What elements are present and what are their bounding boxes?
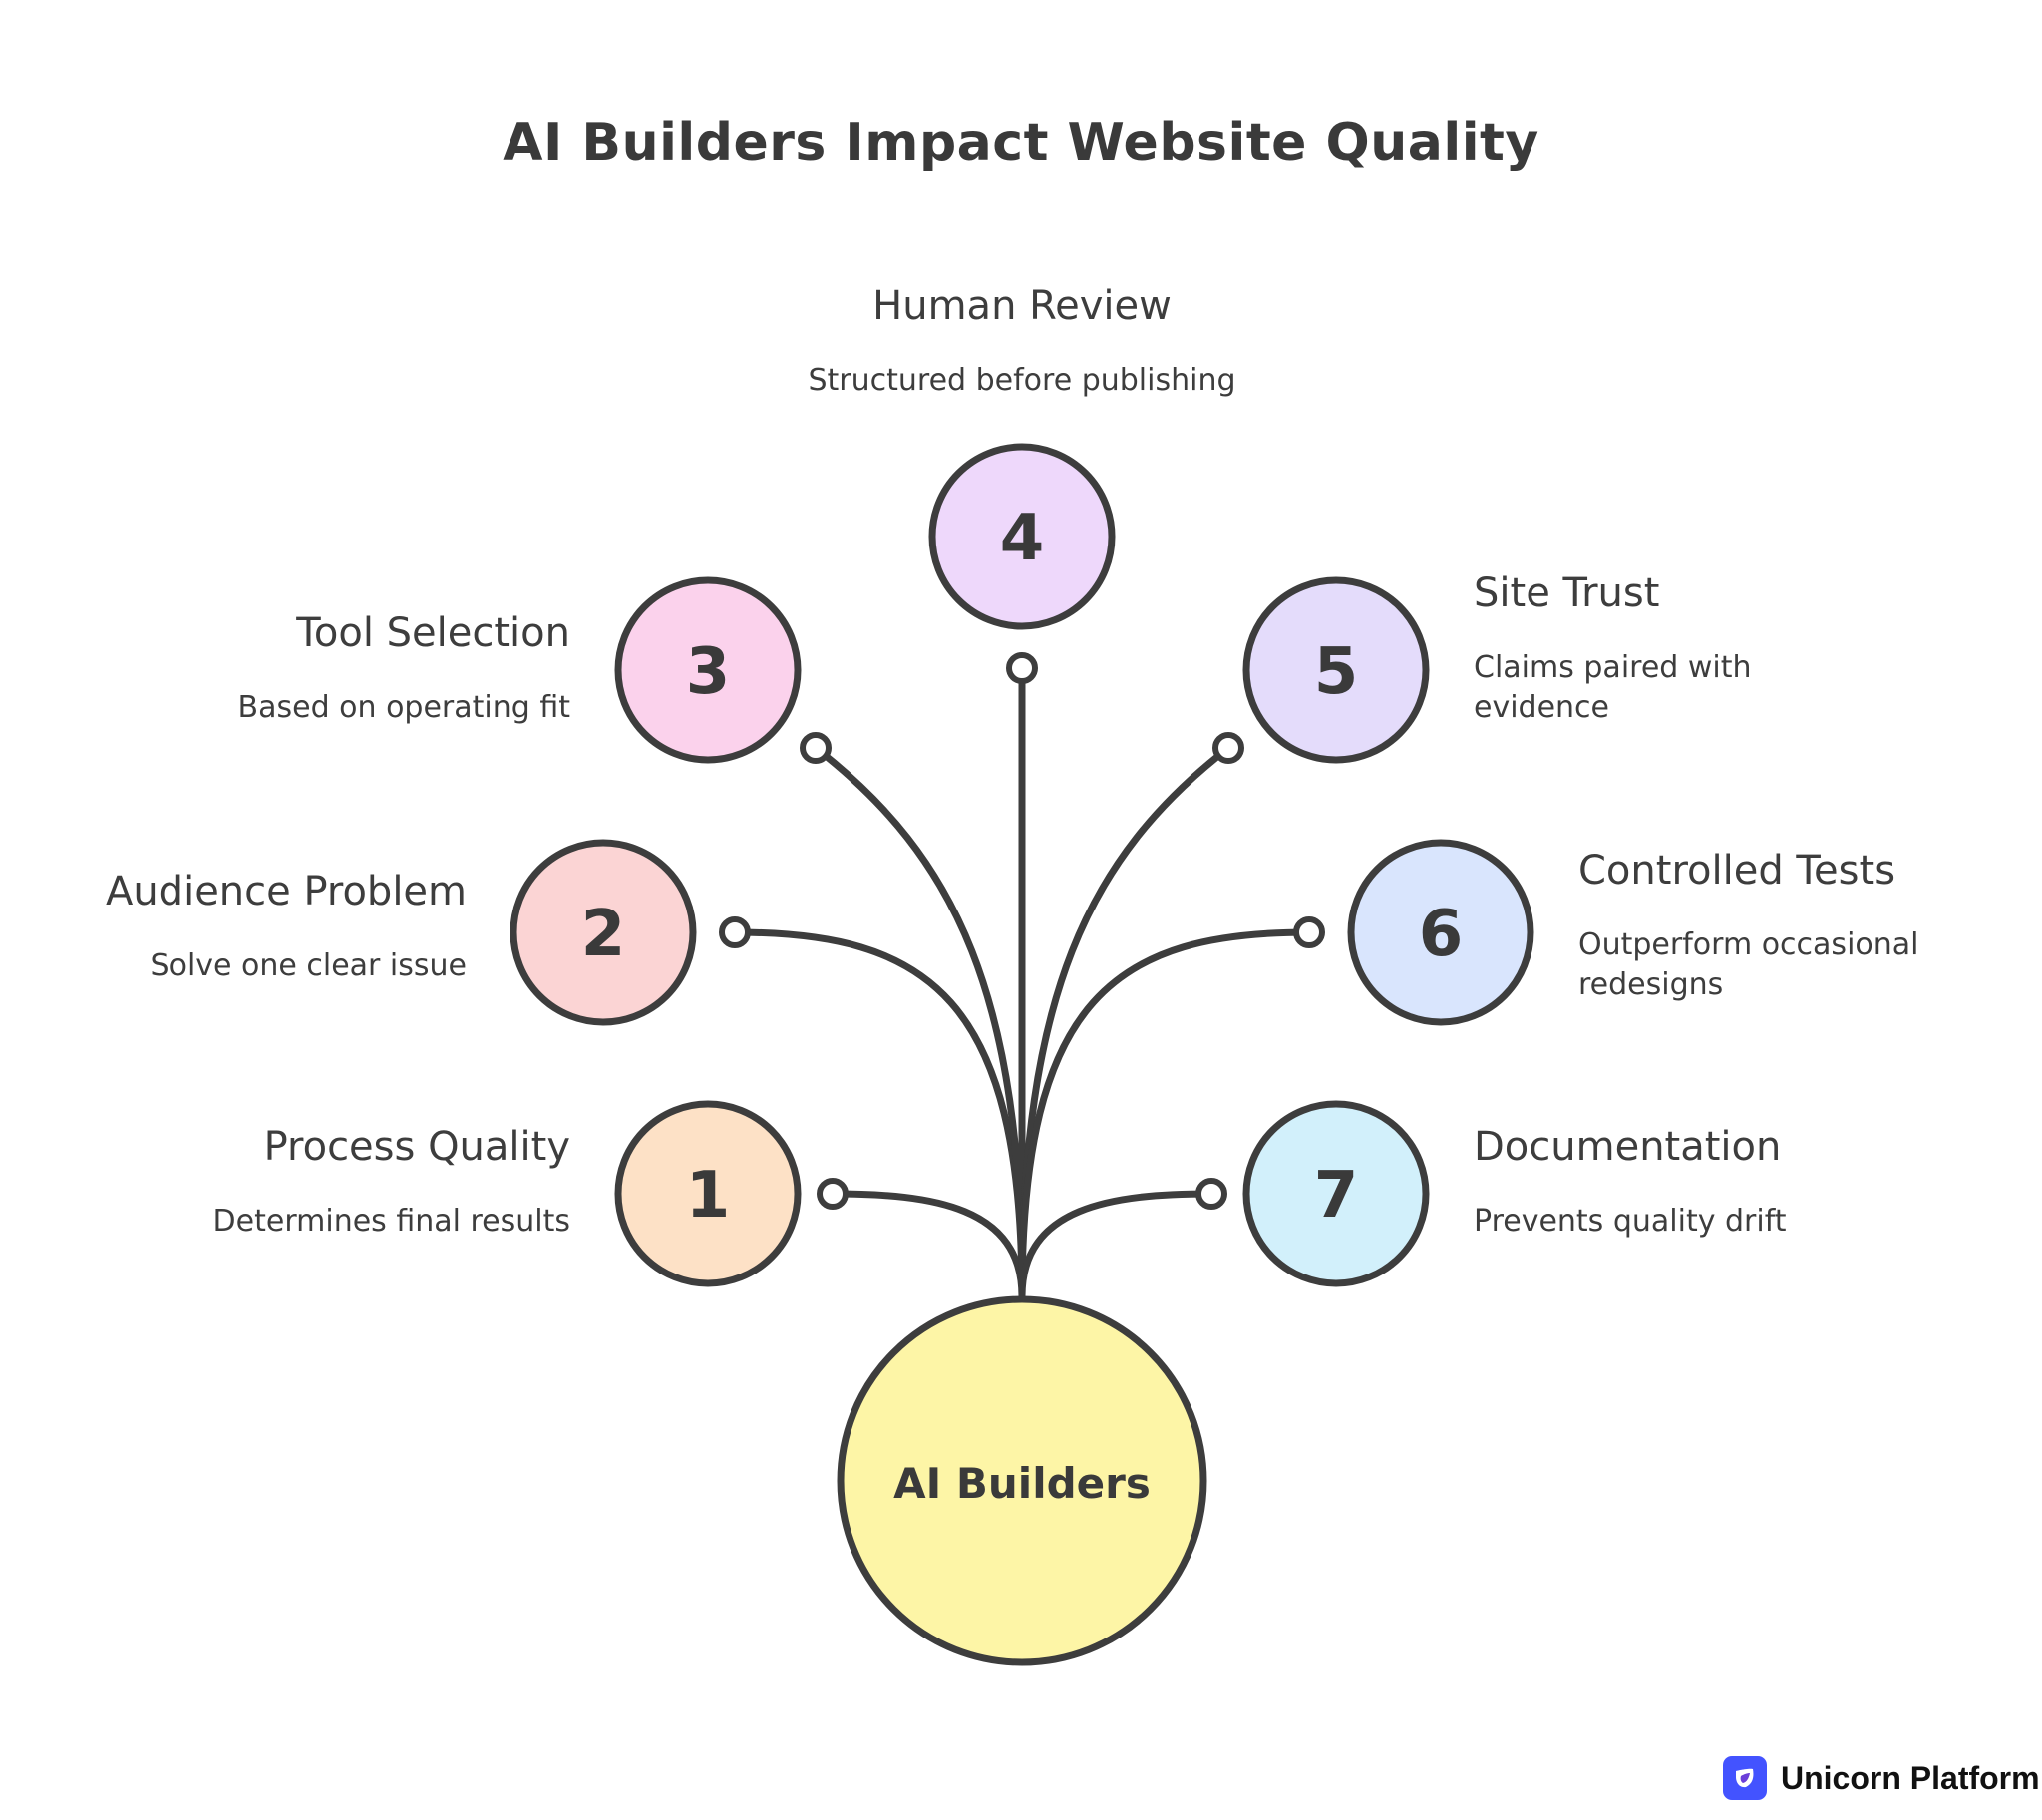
item-subtitle-3: Based on operating fit <box>238 690 571 725</box>
node-circle-4 <box>928 443 1116 630</box>
connector-7 <box>1018 1190 1215 1300</box>
item-subtitle-6: Outperform occasional <box>1578 927 1918 962</box>
item-subtitle-4: Structured before publishing <box>808 363 1235 398</box>
node-circle-5 <box>1242 576 1430 764</box>
connector-dot-1 <box>817 1178 849 1210</box>
hub-label: AI Builders <box>893 1459 1151 1508</box>
hub-node: AI Builders <box>837 1295 1207 1666</box>
connector-1 <box>829 1190 1026 1300</box>
connectors <box>719 652 1325 1300</box>
node-circle-1 <box>614 1100 802 1287</box>
node-number-2: 2 <box>581 898 626 971</box>
connector-dot-5 <box>1212 732 1244 764</box>
node-number-7: 7 <box>1314 1159 1359 1233</box>
item-subtitle-7: Prevents quality drift <box>1474 1204 1787 1239</box>
item-title-5: Site Trust <box>1474 570 1659 616</box>
node-number-5: 5 <box>1314 635 1359 709</box>
node-number-3: 3 <box>686 635 731 709</box>
item-subtitle-2: Solve one clear issue <box>151 948 467 983</box>
connector-5 <box>1018 744 1232 1300</box>
connector-dot-7 <box>1195 1178 1227 1210</box>
item-subtitle-1: Determines final results <box>213 1204 570 1239</box>
item-title-3: Tool Selection <box>295 610 570 656</box>
connector-dot-6 <box>1293 916 1325 948</box>
connector-dot-4 <box>1006 652 1038 684</box>
item-title-2: Audience Problem <box>106 869 467 914</box>
item-title-7: Documentation <box>1474 1124 1781 1170</box>
node-1: 1 <box>614 1100 802 1287</box>
item-title-1: Process Quality <box>264 1124 570 1170</box>
unicorn-platform-logo-icon <box>1723 1756 1767 1800</box>
node-6: 6 <box>1347 839 1534 1026</box>
node-circle-6 <box>1347 839 1534 1026</box>
node-4: 4 <box>928 443 1116 630</box>
brand-name: Unicorn Platform <box>1781 1759 2040 1796</box>
connector-3 <box>812 744 1026 1300</box>
diagram-title: AI Builders Impact Website Quality <box>503 113 1539 173</box>
item-title-4: Human Review <box>872 283 1172 329</box>
node-3: 3 <box>614 576 802 764</box>
connector-dot-3 <box>800 732 832 764</box>
item-nodes: 1 2 3 4 5 6 7 <box>510 443 1534 1287</box>
node-circle-2 <box>510 839 697 1026</box>
node-number-6: 6 <box>1419 898 1464 971</box>
node-5: 5 <box>1242 576 1430 764</box>
connector-dot-2 <box>719 916 751 948</box>
node-circle-7 <box>1242 1100 1430 1287</box>
node-2: 2 <box>510 839 697 1026</box>
hub-ring <box>837 1295 1207 1666</box>
item-title-6: Controlled Tests <box>1578 848 1895 894</box>
item-subtitle-5: evidence <box>1474 690 1609 725</box>
node-number-4: 4 <box>1000 502 1045 575</box>
node-circle-3 <box>614 576 802 764</box>
hub-fill <box>841 1299 1203 1662</box>
connector-6 <box>1018 928 1313 1300</box>
node-number-1: 1 <box>686 1159 731 1233</box>
node-7: 7 <box>1242 1100 1430 1287</box>
item-subtitle-6: redesigns <box>1578 967 1723 1002</box>
brand-badge: Unicorn Platform <box>1723 1755 2040 1801</box>
item-subtitle-5: Claims paired with <box>1474 650 1752 685</box>
